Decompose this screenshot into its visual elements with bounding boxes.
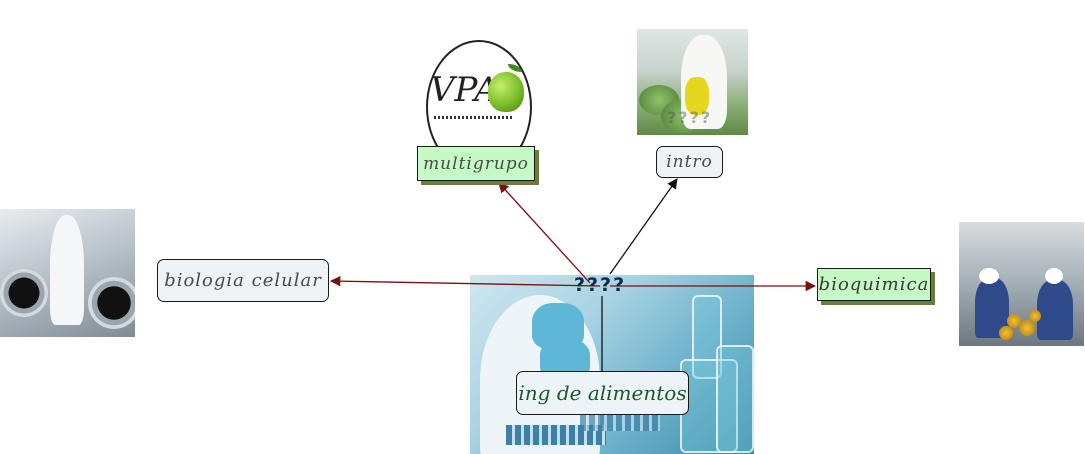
fruit-processing-photo: [959, 222, 1084, 346]
node-multigrupo[interactable]: multigrupo: [417, 146, 535, 181]
logo-letters: VPA: [430, 70, 499, 110]
arrow-to-intro: [609, 178, 678, 275]
node-bioquimica[interactable]: bioquimica: [817, 268, 931, 301]
hidden-marker: ????: [667, 108, 713, 127]
greenhouse-worker-photo: [637, 29, 748, 135]
lab-scientist-photo: [470, 275, 754, 454]
factory-tanks-photo: [0, 209, 135, 337]
node-biologia-celular[interactable]: biologia celular: [157, 259, 329, 302]
central-marker: ????: [574, 274, 627, 296]
arrow-to-multigrupo: [498, 182, 591, 284]
apple-icon: [488, 72, 524, 112]
node-ing-de-alimentos[interactable]: ing de alimentos: [516, 371, 689, 415]
node-intro[interactable]: intro: [656, 146, 723, 178]
vpa-logo: VPA: [418, 40, 536, 174]
